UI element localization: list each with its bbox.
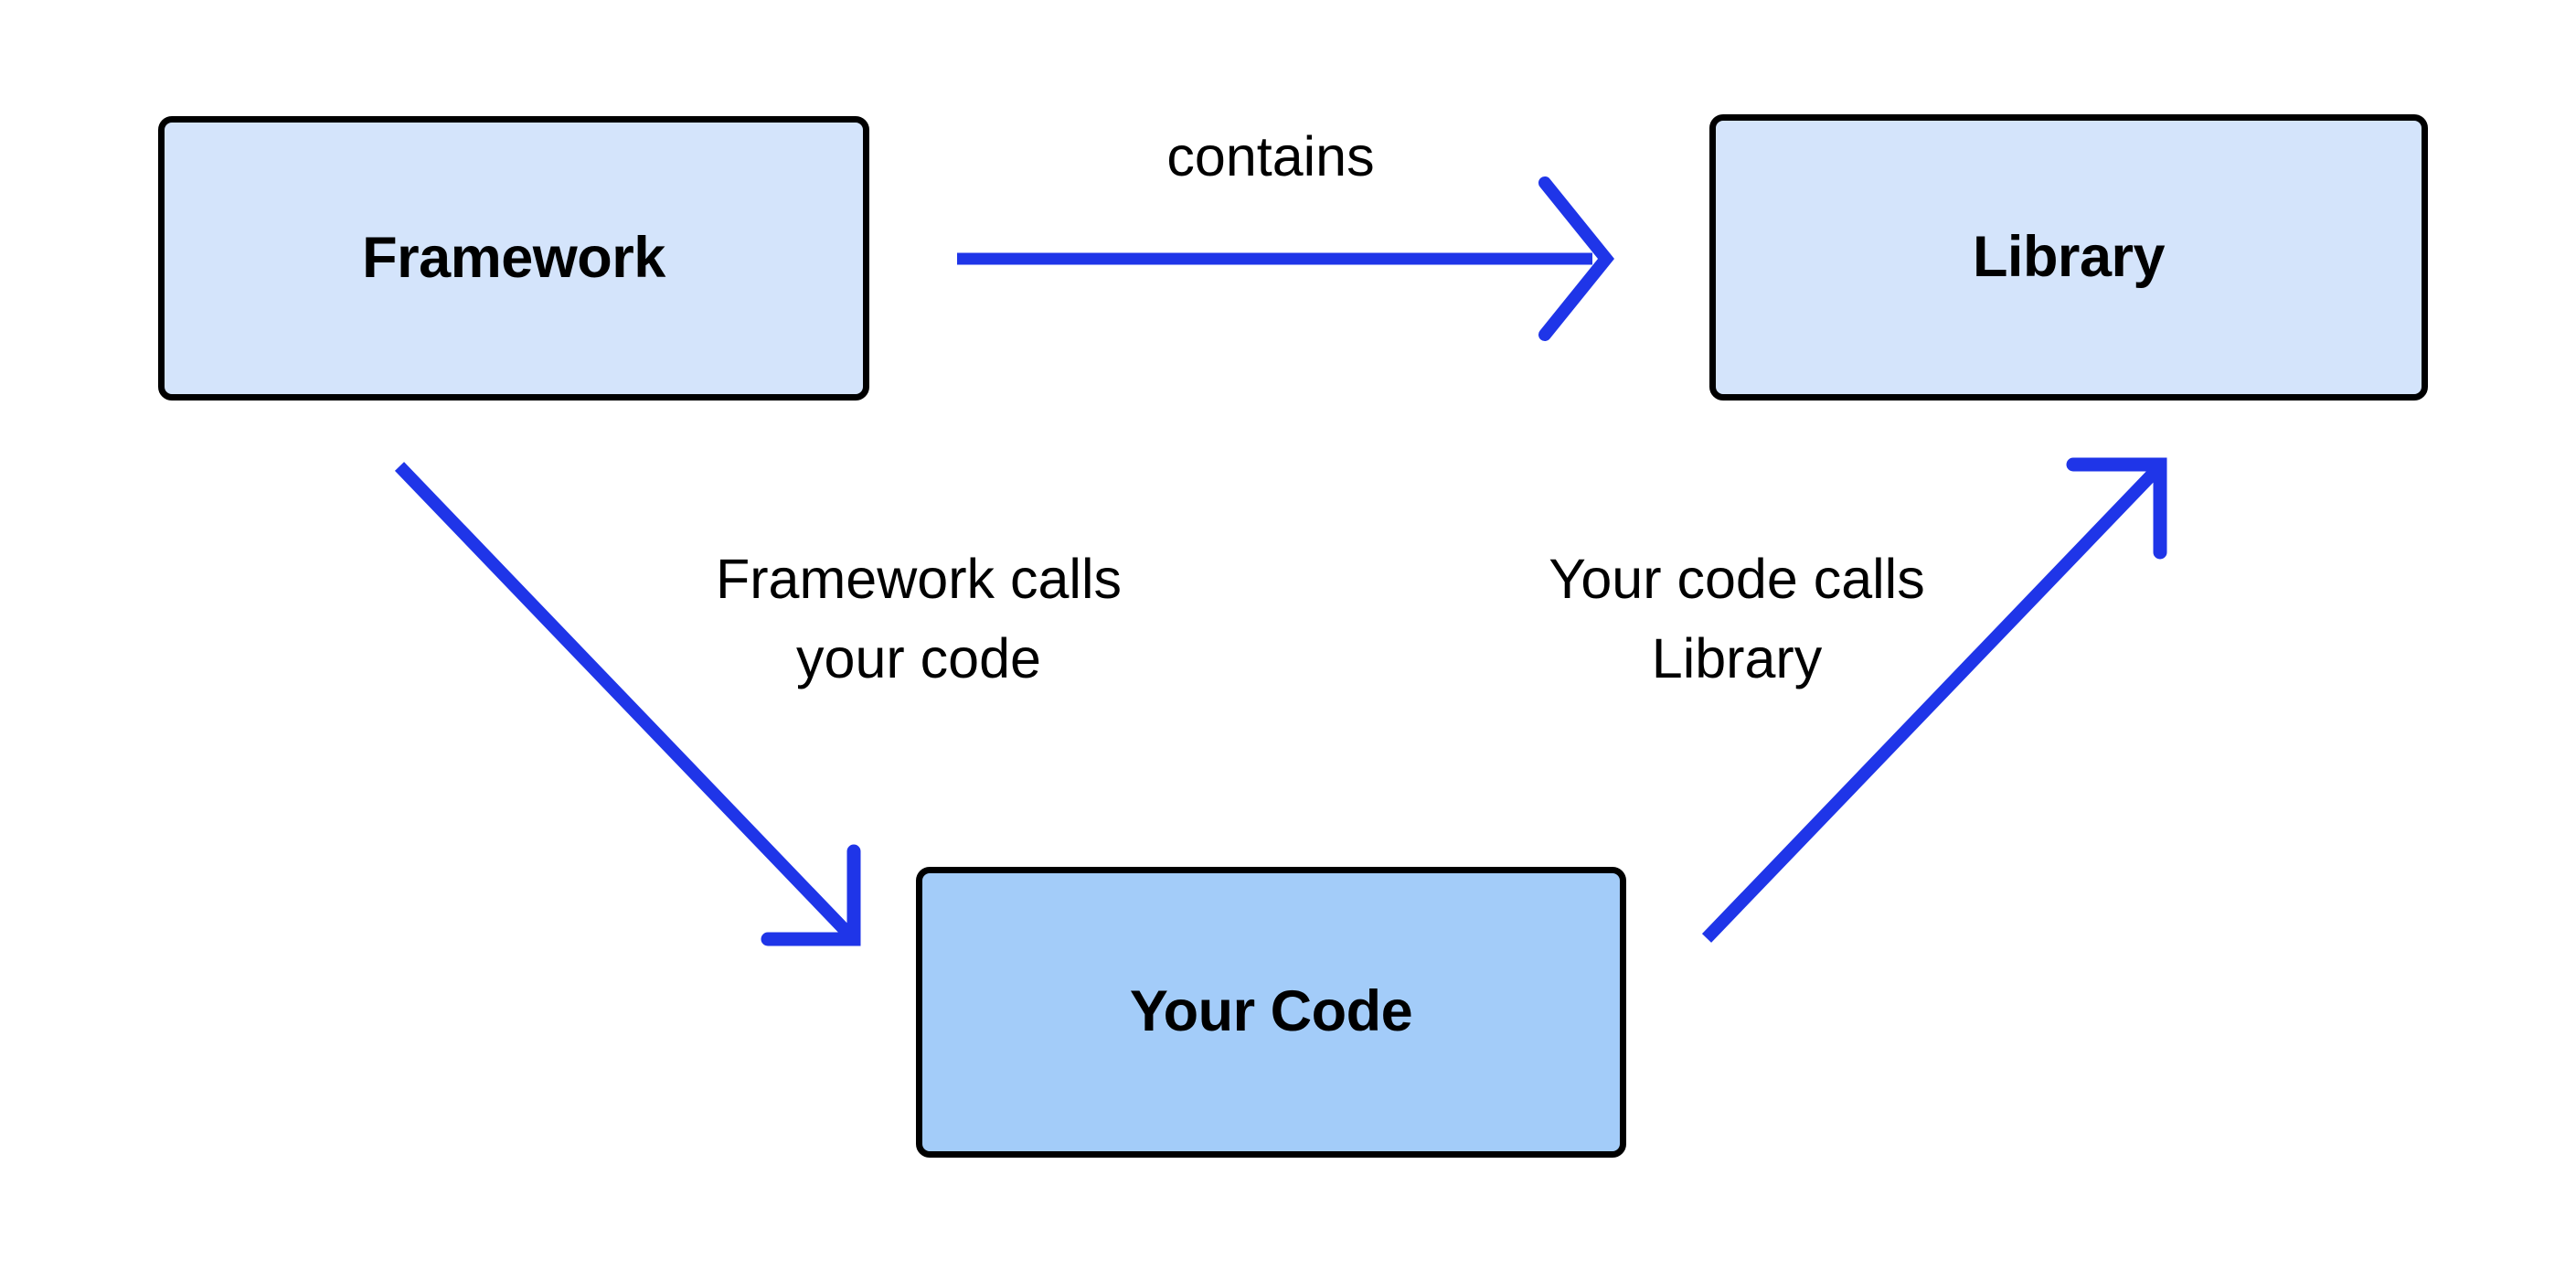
edge-framework-contains-library bbox=[957, 176, 1614, 341]
node-your-code-label: Your Code bbox=[1129, 979, 1413, 1044]
node-framework-label: Framework bbox=[362, 225, 665, 290]
node-library[interactable]: Library bbox=[1709, 114, 2428, 401]
edge-line-framework-calls bbox=[394, 462, 854, 938]
edge-label-your-code-calls-library: Your code calls Library bbox=[1549, 548, 1925, 689]
node-library-label: Library bbox=[1972, 224, 2166, 289]
edge-label-contains: contains bbox=[1166, 125, 1375, 187]
edge-your-code-calls-library bbox=[1701, 457, 2167, 943]
arrowhead-framework-calls-icon bbox=[761, 844, 861, 946]
node-your-code[interactable]: Your Code bbox=[916, 867, 1626, 1158]
edge-line-your-code-calls bbox=[1701, 467, 2160, 943]
edge-framework-calls-your-code bbox=[394, 462, 861, 946]
arrowhead-contains-icon bbox=[1538, 176, 1614, 341]
node-framework[interactable]: Framework bbox=[158, 116, 869, 401]
arrowhead-your-code-calls-icon bbox=[2066, 457, 2167, 560]
edge-label-framework-calls-your-code: Framework calls your code bbox=[715, 548, 1122, 689]
